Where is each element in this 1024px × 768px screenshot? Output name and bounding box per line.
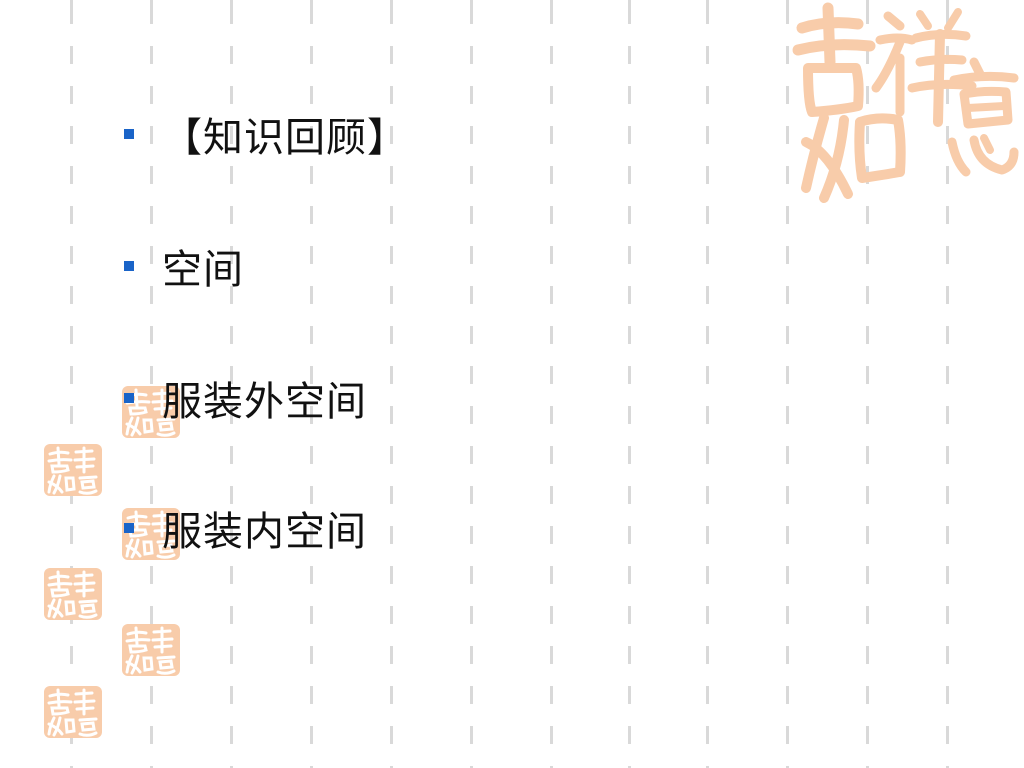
bullet-text: 服装外空间 <box>162 379 367 425</box>
dash-column <box>470 0 473 768</box>
dash-column <box>946 0 949 768</box>
square-bullet-icon <box>124 393 134 403</box>
dash-column <box>866 0 869 768</box>
bullet-text: 【知识回顾】 <box>162 115 408 161</box>
stamp-seal-icon <box>122 624 180 676</box>
bullet-item-inner-space: 服装内空间 <box>124 498 367 558</box>
dash-column <box>150 0 153 768</box>
bullet-text: 服装内空间 <box>162 509 367 555</box>
square-bullet-icon <box>124 261 134 271</box>
stamp-seal-icon <box>44 686 102 738</box>
dash-column <box>706 0 709 768</box>
dash-column <box>70 0 73 768</box>
bullet-item-outer-space: 服装外空间 <box>124 368 367 428</box>
bullet-item-space: 空间 <box>124 236 244 296</box>
square-bullet-icon <box>124 523 134 533</box>
dash-column <box>550 0 553 768</box>
dash-column <box>310 0 313 768</box>
bullet-text: 空间 <box>162 247 244 293</box>
dash-column <box>230 0 233 768</box>
stamp-seal-icon <box>44 444 102 496</box>
stamp-seal-icon <box>122 508 180 560</box>
stamp-seal-icon <box>122 386 180 438</box>
stamp-seal-icon <box>44 568 102 620</box>
square-bullet-icon <box>124 129 134 139</box>
auspicious-seal-logo <box>792 2 1019 203</box>
dash-column <box>390 0 393 768</box>
dash-column <box>628 0 631 768</box>
dash-column <box>786 0 789 768</box>
bullet-item-knowledge-review: 【知识回顾】 <box>124 104 408 164</box>
